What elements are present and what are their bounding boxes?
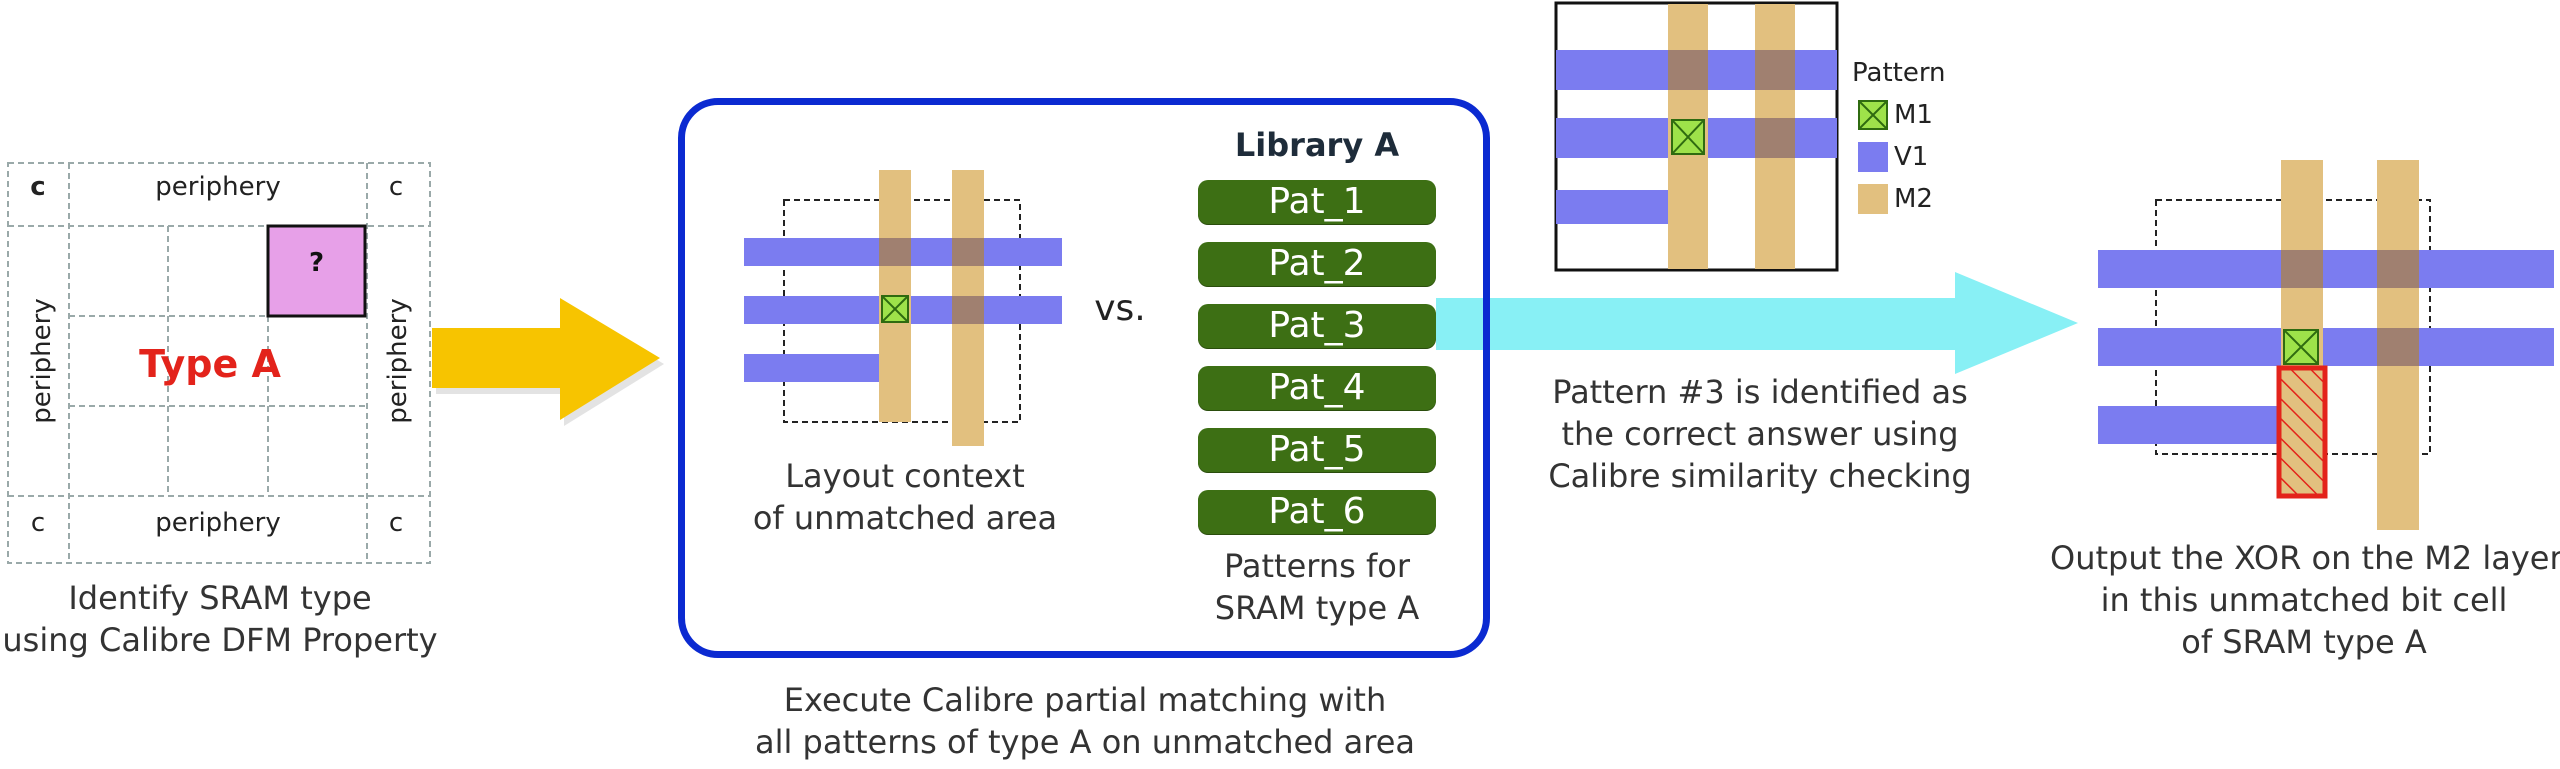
step2-caption-line2: all patterns of type A on unmatched area <box>754 723 1416 761</box>
step3-line3: Calibre similarity checking <box>1548 457 1972 495</box>
library-title: Library A <box>1234 126 1400 164</box>
step4-line3: of SRAM type A <box>2181 623 2427 661</box>
type-a-label: Type A <box>139 342 281 386</box>
legend-title: Pattern <box>1852 58 1946 88</box>
corner-c-bottom-right: c <box>388 508 404 538</box>
patterns-caption-line2: SRAM type A <box>1214 589 1420 627</box>
step4-line1: Output the XOR on the M2 layer <box>2050 539 2560 577</box>
layout-context-line1: Layout context <box>785 457 1025 495</box>
periphery-left: periphery <box>27 298 57 424</box>
cyan-arrow-icon <box>1436 272 2078 374</box>
pattern-button-6[interactable]: Pat_6 <box>1198 490 1436 534</box>
pattern-button-4[interactable]: Pat_4 <box>1198 366 1436 410</box>
layout-context-line2: of unmatched area <box>752 499 1058 537</box>
patterns-caption-line1: Patterns for <box>1224 547 1410 585</box>
pattern-button-3[interactable]: Pat_3 <box>1198 304 1436 348</box>
legend-item-m1: M1 <box>1894 100 1933 130</box>
step4-line2: in this unmatched bit cell <box>2100 581 2508 619</box>
xor-region <box>2276 365 2328 499</box>
corner-c-bottom-left: c <box>30 508 46 538</box>
yellow-arrow-icon <box>432 298 664 426</box>
step1-caption-line2: using Calibre DFM Property <box>2 621 438 659</box>
legend-item-m2: M2 <box>1894 184 1933 214</box>
corner-c-top-left: c <box>30 172 46 202</box>
vs-label: vs. <box>1094 288 1146 329</box>
step2-caption-line1: Execute Calibre partial matching with <box>783 681 1387 719</box>
pattern-button-1[interactable]: Pat_1 <box>1198 180 1436 224</box>
pattern-button-5[interactable]: Pat_5 <box>1198 428 1436 472</box>
unknown-cell-label: ? <box>308 248 325 278</box>
periphery-top: periphery <box>155 172 281 202</box>
pattern-button-2[interactable]: Pat_2 <box>1198 242 1436 286</box>
v1-swatch-icon <box>1858 142 1888 172</box>
partial-matching-frame <box>678 98 1490 658</box>
legend-item-v1: V1 <box>1894 142 1929 172</box>
corner-c-top-right: c <box>388 172 404 202</box>
periphery-right: periphery <box>383 298 413 424</box>
m2-swatch-icon <box>1858 184 1888 214</box>
step1-caption-line1: Identify SRAM type <box>68 579 372 617</box>
m1-swatch-icon <box>1858 100 1888 130</box>
step3-line1: Pattern #3 is identified as <box>1552 373 1968 411</box>
step3-line2: the correct answer using <box>1561 415 1959 453</box>
periphery-bottom: periphery <box>155 508 281 538</box>
